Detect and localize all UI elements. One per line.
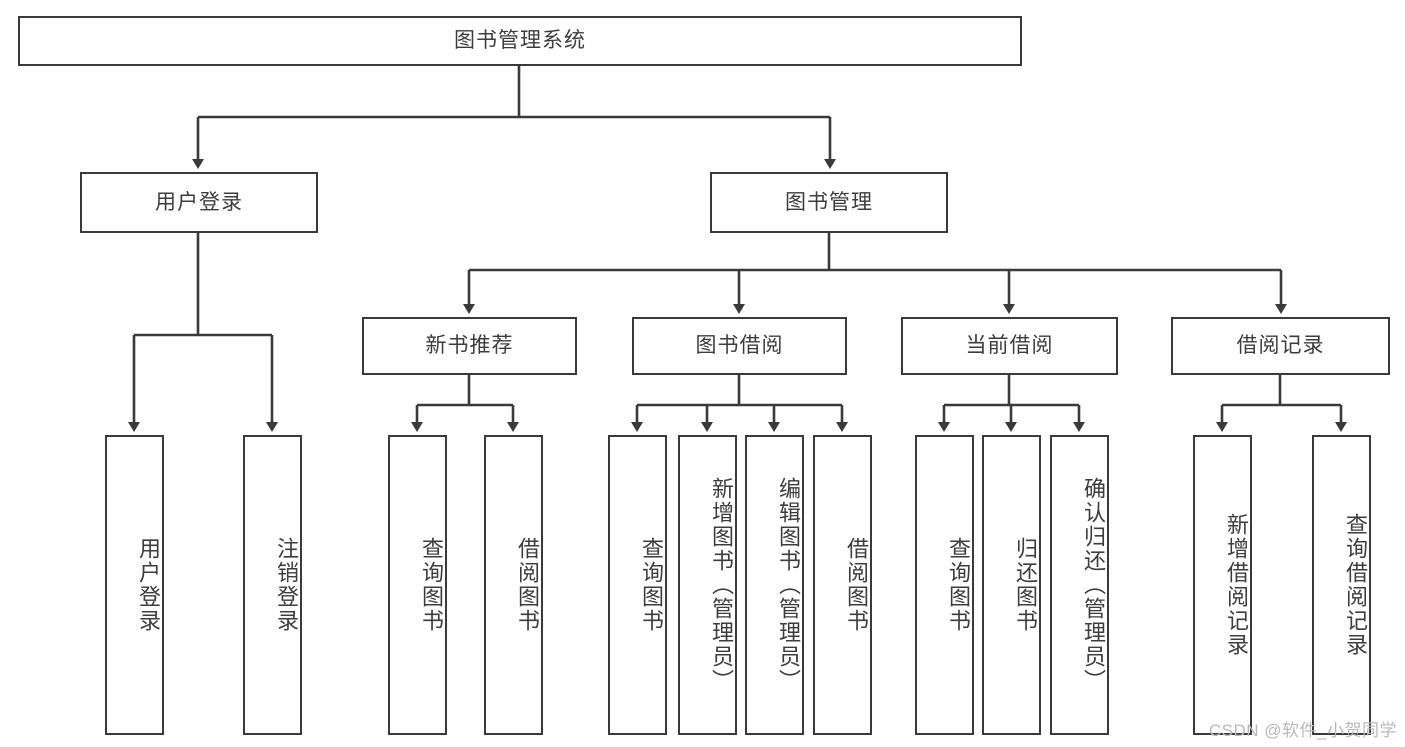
- leaf-borrow-borrow-book[interactable]: 借阅图书: [813, 435, 872, 735]
- node-label: 新增图书（管理员）: [709, 477, 734, 693]
- leaf-current-confirm-return-admin[interactable]: 确认归还（管理员）: [1050, 435, 1109, 735]
- node-label: 查询图书: [639, 537, 664, 633]
- node-label: 借阅图书: [515, 537, 540, 633]
- leaf-borrow-edit-book-admin[interactable]: 编辑图书（管理员）: [745, 435, 804, 735]
- leaf-borrow-add-book-admin[interactable]: 新增图书（管理员）: [678, 435, 737, 735]
- leaf-records-add-record[interactable]: 新增借阅记录: [1193, 435, 1252, 735]
- leaf-current-query-book[interactable]: 查询图书: [915, 435, 974, 735]
- node-label: 用户登录: [136, 537, 161, 633]
- node-borrow-records[interactable]: 借阅记录: [1171, 317, 1390, 375]
- node-label: 查询图书: [946, 537, 971, 633]
- node-label: 新增借阅记录: [1224, 513, 1249, 657]
- node-label: 图书管理: [785, 190, 873, 214]
- csdn-watermark: CSDN @软件_小贺同学: [1208, 721, 1397, 740]
- node-label: 图书借阅: [695, 334, 784, 358]
- node-current-borrow[interactable]: 当前借阅: [901, 317, 1118, 375]
- node-label: 借阅图书: [844, 537, 869, 633]
- node-user-login[interactable]: 用户登录: [80, 172, 318, 233]
- leaf-current-return-book[interactable]: 归还图书: [982, 435, 1041, 735]
- leaf-records-query-record[interactable]: 查询借阅记录: [1312, 435, 1371, 735]
- node-label: 用户登录: [155, 190, 243, 214]
- node-new-book-recommend[interactable]: 新书推荐: [362, 317, 577, 375]
- node-label: 当前借阅: [965, 334, 1054, 358]
- node-label: 确认归还（管理员）: [1081, 477, 1106, 693]
- node-label: 查询图书: [419, 537, 444, 633]
- node-label: 归还图书: [1013, 537, 1038, 633]
- node-book-borrow[interactable]: 图书借阅: [632, 317, 847, 375]
- leaf-recommend-query-book[interactable]: 查询图书: [388, 435, 447, 735]
- node-label: 注销登录: [274, 537, 299, 633]
- node-label: 编辑图书（管理员）: [776, 477, 801, 693]
- node-label: 新书推荐: [425, 334, 514, 358]
- node-root-book-management-system[interactable]: 图书管理系统: [18, 16, 1022, 66]
- leaf-borrow-query-book[interactable]: 查询图书: [608, 435, 667, 735]
- node-label: 借阅记录: [1236, 334, 1325, 358]
- node-label: 查询借阅记录: [1343, 513, 1368, 657]
- leaf-recommend-borrow-book[interactable]: 借阅图书: [484, 435, 543, 735]
- node-book-management[interactable]: 图书管理: [710, 172, 948, 233]
- leaf-logout[interactable]: 注销登录: [243, 435, 302, 735]
- node-label: 图书管理系统: [454, 29, 586, 53]
- leaf-user-login[interactable]: 用户登录: [105, 435, 164, 735]
